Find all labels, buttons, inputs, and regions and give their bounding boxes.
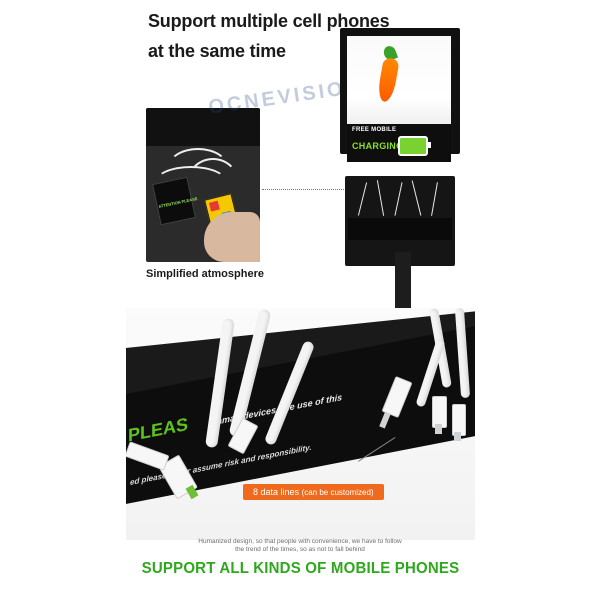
free-mobile-label: FREE MOBILE — [352, 127, 397, 133]
data-lines-badge: 8 data lines (can be customized) — [243, 484, 384, 500]
badge-note-text: (can be customized) — [301, 488, 374, 497]
inset-caption: Simplified atmosphere — [146, 268, 264, 280]
callout-line — [262, 189, 350, 190]
badge-main-text: 8 data lines — [253, 487, 300, 497]
kiosk-screen — [347, 36, 451, 124]
battery-icon — [398, 136, 431, 156]
usb-plug-tip — [435, 424, 442, 434]
inset-shelf — [146, 108, 260, 146]
description-line-1: Humanized design, so that people with co… — [198, 538, 402, 545]
cable-closeup-photo: PLEAS lamad devices.The use of this ed p… — [126, 308, 475, 540]
kiosk-box-front — [348, 218, 452, 240]
inset-hand — [204, 212, 260, 262]
description-text: Humanized design, so that people with co… — [150, 538, 450, 554]
kiosk-pole — [395, 252, 411, 322]
inset-photo: ATTENTION PLEASE — [146, 108, 260, 262]
headline-line-1: Support multiple cell phones — [148, 11, 390, 31]
charging-label: CHARGING — [352, 141, 404, 151]
inset-cable — [166, 148, 230, 192]
inset-cable — [186, 158, 240, 212]
description-line-2: the trend of the times, so as not to fal… — [235, 546, 365, 553]
headline-line-2: at the same time — [148, 41, 286, 61]
usb-plug-tip — [454, 432, 461, 441]
inset-cable — [154, 166, 228, 200]
tagline: SUPPORT ALL KINDS OF MOBILE PHONES — [141, 559, 460, 578]
headline: Support multiple cell phones at the same… — [148, 6, 390, 66]
